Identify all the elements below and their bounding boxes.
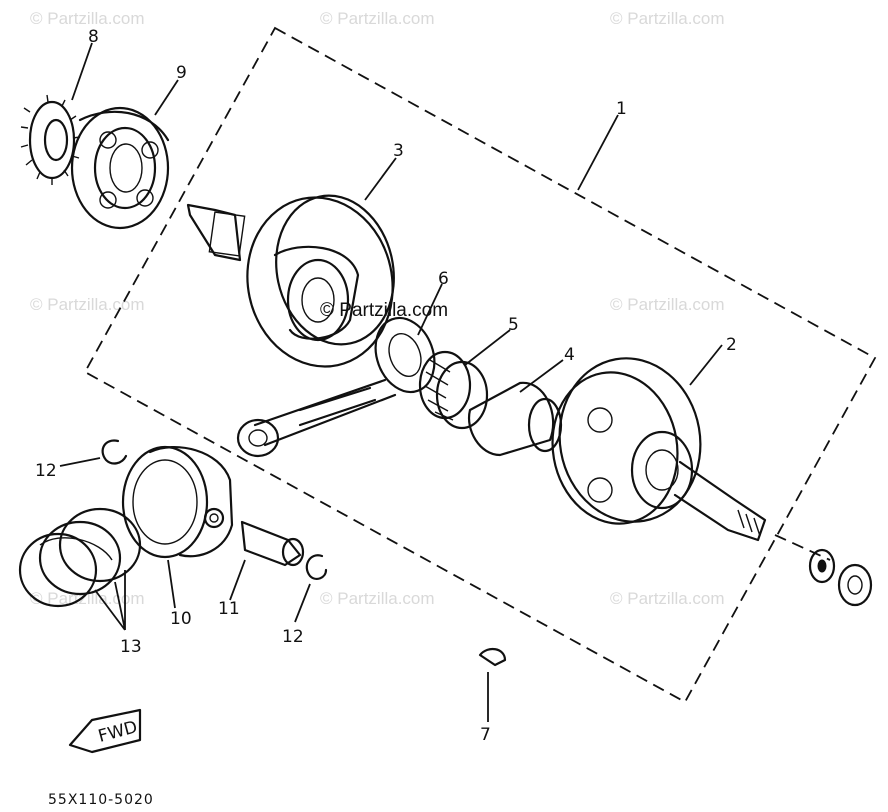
watermark: © Partzilla.com — [320, 589, 435, 608]
watermark-layer: © Partzilla.com © Partzilla.com © Partzi… — [30, 9, 725, 608]
watermark: © Partzilla.com — [610, 9, 725, 28]
woodruff-key-part — [478, 647, 507, 667]
nut-part — [837, 563, 873, 607]
callout-11: 11 — [218, 599, 240, 619]
connecting-rod-part — [236, 316, 436, 458]
forward-arrow: FWD — [68, 708, 142, 754]
callout-12-lower: 12 — [282, 627, 304, 647]
callout-3: 3 — [393, 141, 404, 161]
leader-lines — [59, 42, 723, 722]
callout-5: 5 — [508, 315, 519, 335]
callout-4: 4 — [564, 345, 575, 365]
needle-bearing-part — [418, 350, 489, 430]
centerline — [774, 534, 831, 561]
crank-half-right-part — [551, 357, 767, 542]
callout-2: 2 — [726, 335, 737, 355]
callout-13: 13 — [120, 637, 142, 657]
callout-6: 6 — [438, 269, 449, 289]
callout-labels: 1 2 3 4 5 6 7 8 9 10 11 12 12 13 — [35, 27, 737, 745]
sprocket-gear-part — [20, 94, 81, 185]
piston-part — [121, 445, 234, 559]
watermark: © Partzilla.com — [320, 9, 435, 28]
circlip-lower-part — [305, 554, 328, 580]
callout-1: 1 — [616, 99, 627, 119]
watermark: © Partzilla.com — [30, 589, 145, 608]
crankshaft-assembly-boundary — [83, 26, 877, 704]
washer-part — [808, 548, 836, 584]
crank-pin-part — [467, 381, 563, 457]
watermark: © Partzilla.com — [30, 295, 145, 314]
watermark: © Partzilla.com — [610, 589, 725, 608]
watermark: © Partzilla.com — [610, 295, 725, 314]
piston-rings-part — [18, 507, 142, 608]
crank-half-left-part — [186, 194, 395, 368]
center-watermark: © Partzilla.com — [320, 300, 448, 321]
diagram-code: 55X110-5020 — [48, 792, 154, 808]
callout-8: 8 — [88, 27, 99, 47]
watermark: © Partzilla.com — [30, 9, 145, 28]
callout-10: 10 — [170, 609, 192, 629]
piston-pin-part — [240, 520, 305, 567]
circlip-upper-part — [101, 439, 128, 465]
bearing-part — [70, 106, 170, 230]
callout-7: 7 — [480, 725, 491, 745]
callout-9: 9 — [176, 63, 187, 83]
callout-12-upper: 12 — [35, 461, 57, 481]
